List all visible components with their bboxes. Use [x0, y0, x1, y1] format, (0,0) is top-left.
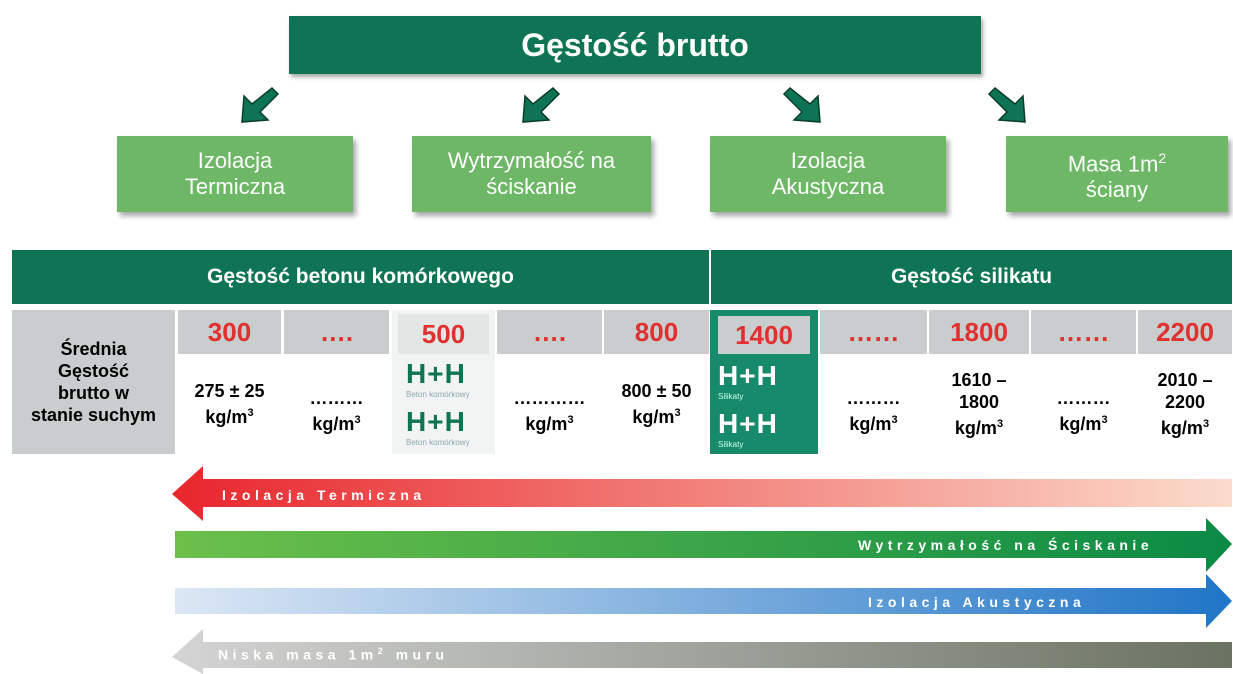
strength-arrow	[175, 518, 1232, 572]
density-cell: ……	[820, 310, 927, 354]
band-label-acoustic: Izolacja Akustyczna	[868, 594, 1086, 610]
product-caption: Silikaty	[718, 392, 744, 401]
category-box-thermal: Izolacja Termiczna	[117, 136, 353, 212]
category-line1: Wytrzymałość na	[447, 148, 616, 173]
product-image-aac: 500 H+H Beton komórkowy H+H Beton komórk…	[392, 310, 495, 454]
hh-logo: H+H	[406, 358, 466, 389]
value-line: 2200	[1164, 392, 1206, 412]
category-line1: Izolacja	[197, 148, 273, 173]
page-title: Gęstość brutto	[289, 16, 981, 74]
gradient-arrows	[172, 466, 1232, 674]
category-line2: Akustyczna	[771, 174, 885, 199]
value-cell: 275 ± 25 kg/m3	[178, 354, 281, 454]
unit: kg/m3	[1160, 418, 1210, 438]
value-line: ………	[846, 388, 901, 408]
category-box-wall-mass: Masa 1m2 ściany	[1006, 136, 1228, 212]
density-cell: 500	[421, 318, 466, 349]
product-caption: Beton komórkowy	[406, 390, 470, 399]
band-label-thermal: Izolacja Termiczna	[222, 487, 426, 503]
hh-logo: H+H	[718, 408, 778, 439]
arrow-down-left-icon	[522, 86, 561, 123]
row-label-line: brutto w	[58, 383, 129, 403]
density-cell: 1800	[929, 310, 1029, 354]
density-cell: ….	[497, 310, 602, 354]
arrow-down-left-icon	[241, 86, 280, 123]
value-line: ………	[309, 388, 364, 408]
value-line: 1800	[958, 392, 1000, 412]
value-cell: ………… kg/m3	[497, 354, 602, 454]
value-cell: 1610 – 1800 kg/m3	[929, 354, 1029, 454]
value-cell: ……… kg/m3	[820, 354, 927, 454]
product-caption: Silikaty	[718, 440, 744, 449]
value-cell: 2010 – 2200 kg/m3	[1138, 354, 1232, 454]
category-line1: Izolacja	[790, 148, 866, 173]
row-label-line: Gęstość	[57, 361, 130, 381]
band-label-mass: Niska masa 1m2 muru	[218, 646, 449, 663]
band-label-strength: Wytrzymałość na Ściskanie	[858, 537, 1154, 553]
arrow-down-right-icon	[782, 86, 821, 123]
density-cell: 1400	[718, 316, 810, 354]
hh-logo: H+H	[718, 360, 778, 391]
category-box-acoustic: Izolacja Akustyczna	[710, 136, 946, 212]
header-silicate-density: Gęstość silikatu	[711, 250, 1232, 304]
acoustic-arrow	[175, 574, 1232, 628]
density-cell: ……	[1031, 310, 1136, 354]
category-line2: ściany	[1085, 177, 1149, 203]
value-line: 800 ± 50	[621, 381, 692, 401]
category-box-strength: Wytrzymałość na ściskanie	[412, 136, 651, 212]
unit: kg/m3	[525, 414, 574, 434]
unit: kg/m3	[1059, 414, 1108, 434]
value-cell: 800 ± 50 kg/m3	[604, 354, 709, 454]
value-cell: ……… kg/m3	[1031, 354, 1136, 454]
value-line: 1610 –	[951, 370, 1007, 390]
density-cell: ….	[284, 310, 389, 354]
unit: kg/m3	[205, 407, 254, 427]
arrow-down-right-icon	[987, 86, 1026, 123]
header-aac-density: Gęstość betonu komórkowego	[12, 250, 709, 304]
category-line2: Termiczna	[184, 174, 286, 199]
thermal-arrow	[172, 466, 1232, 521]
category-line2: ściskanie	[486, 174, 577, 199]
value-line: 275 ± 25	[194, 381, 265, 401]
product-image-silicate: 1400 H+H Silikaty H+H Silikaty	[710, 310, 818, 454]
value-line: ………	[1056, 388, 1111, 408]
density-cell: 800	[604, 310, 709, 354]
row-label-line: stanie suchym	[30, 405, 157, 425]
unit: kg/m3	[312, 414, 361, 434]
category-line1: Masa 1m2	[1067, 149, 1167, 177]
unit: kg/m3	[954, 418, 1004, 438]
row-label-line: Średnia	[60, 339, 127, 359]
value-line: …………	[513, 388, 586, 408]
density-cell: 300	[178, 310, 281, 354]
unit: kg/m3	[632, 407, 681, 427]
unit: kg/m3	[849, 414, 898, 434]
row-label: Średnia Gęstość brutto w stanie suchym	[12, 310, 175, 454]
density-cell: 2200	[1138, 310, 1232, 354]
value-cell: ……… kg/m3	[284, 354, 389, 454]
product-caption: Beton komórkowy	[406, 438, 470, 447]
mass-arrow	[172, 629, 1232, 674]
value-line: 2010 –	[1157, 370, 1213, 390]
hh-logo: H+H	[406, 406, 466, 437]
